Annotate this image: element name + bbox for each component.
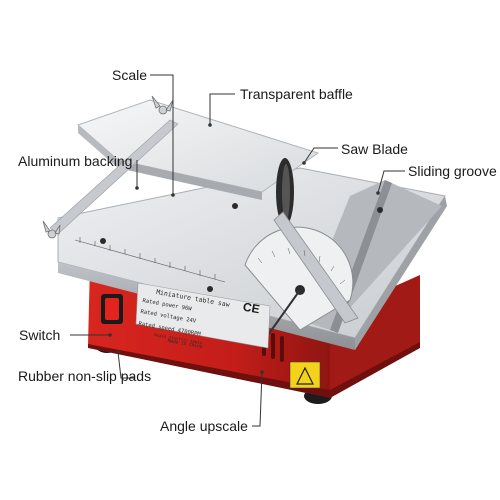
- callout-saw-blade: Saw Blade: [341, 141, 408, 157]
- ce-mark: CE: [241, 299, 261, 317]
- table-ruler-scale: [74, 237, 226, 283]
- callout-scale: Scale: [112, 67, 148, 83]
- angle-guide: [244, 211, 359, 336]
- callout-aluminum-backing: Aluminum backing: [18, 153, 133, 169]
- callout-angle-upscale: Angle upscale: [160, 418, 248, 434]
- callout-sliding-groove: Sliding groove: [408, 163, 497, 179]
- callout-dots: [108, 123, 380, 374]
- wing-nut-icon: [42, 95, 174, 239]
- callout-leaders: [70, 74, 405, 427]
- nameplate: [135, 282, 271, 349]
- aluminum-baffle-plate: [77, 99, 320, 200]
- callout-rubber-pads: Rubber non-slip pads: [18, 368, 152, 384]
- callout-switch: Switch: [19, 327, 61, 343]
- power-switch-icon[interactable]: [101, 294, 123, 324]
- callout-transparent-baffle: Transparent baffle: [240, 86, 353, 102]
- saw-blade: [276, 158, 294, 226]
- warning-sticker-icon: [289, 361, 321, 389]
